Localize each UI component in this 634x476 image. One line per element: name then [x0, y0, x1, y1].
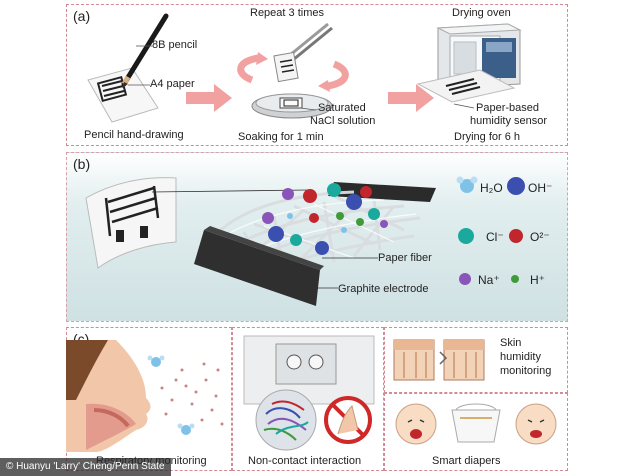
legend-o2-label: O²⁻ — [530, 230, 550, 244]
solution-label-2: NaCl solution — [310, 115, 376, 127]
repeat-label: Repeat 3 times — [250, 7, 324, 19]
app-skin-label-3: monitoring — [500, 365, 552, 377]
electrode-leader-line — [300, 287, 338, 289]
app-skin-label-2: humidity — [500, 351, 541, 363]
legend-o2-icon — [509, 229, 523, 243]
app-diapers-label: Smart diapers — [432, 455, 501, 467]
panel-c-noncontact — [232, 327, 384, 471]
pencil-leader-line — [136, 45, 152, 47]
electrode-label: Graphite electrode — [338, 283, 429, 295]
curved-sensor-illustration — [85, 177, 177, 269]
paper-label: A4 paper — [150, 78, 195, 90]
sensor-label-2: humidity sensor — [470, 115, 548, 127]
drying-oven-icon — [436, 23, 522, 89]
step3-caption: Drying for 6 h — [454, 131, 521, 143]
paper-sensor-illustration — [416, 69, 516, 103]
legend-na-icon — [459, 273, 471, 285]
panel-a — [66, 4, 568, 146]
solution-label-1: Saturated — [318, 102, 366, 114]
step1-caption: Pencil hand-drawing — [84, 129, 184, 141]
app-noncontact-label: Non-contact interaction — [248, 455, 362, 467]
solution-leader-line — [299, 107, 317, 111]
pencil-label: 8B pencil — [152, 39, 198, 51]
respiratory-face-illustration — [66, 340, 224, 452]
legend-cl-icon — [458, 228, 474, 244]
repeat-cycle-icon — [237, 52, 349, 92]
legend-oh-icon — [507, 177, 525, 195]
zoom-line — [151, 189, 309, 193]
paper-leader-line — [128, 84, 150, 86]
legend-h2o-label: H₂O — [480, 181, 503, 195]
legend-cl-label: Cl⁻ — [486, 230, 504, 244]
panel-c-diapers — [384, 393, 568, 471]
legend-h2o-icon — [456, 176, 478, 193]
panel-a-label: (a) — [73, 8, 91, 24]
process-arrow-1 — [186, 84, 232, 112]
fiber-label: Paper fiber — [378, 252, 432, 264]
process-arrow-2 — [388, 84, 434, 112]
panel-b-label: (b) — [73, 156, 91, 172]
sensor-leader-line — [453, 103, 475, 109]
soaking-dish-illustration — [251, 22, 333, 119]
panel-c-skin — [384, 327, 568, 393]
legend-na-label: Na⁺ — [478, 273, 500, 287]
fiber-leader-line — [322, 257, 378, 259]
oven-label: Drying oven — [452, 7, 511, 19]
skin-illustration — [393, 339, 485, 381]
legend-oh-label: OH⁻ — [528, 181, 553, 195]
noncontact-illustration — [243, 335, 375, 451]
legend-h-label: H⁺ — [530, 273, 545, 287]
pencil-drawing-illustration — [87, 13, 169, 123]
baby-diaper-illustration — [395, 403, 557, 445]
photo-credit: © Huanyu 'Larry' Cheng/Penn State — [0, 458, 171, 476]
legend-h-icon — [511, 275, 519, 283]
sensor-label-1: Paper-based — [476, 102, 539, 114]
fiber-network-illustration — [194, 182, 436, 306]
step2-caption: Soaking for 1 min — [238, 131, 324, 143]
app-skin-label-1: Skin — [500, 337, 522, 349]
